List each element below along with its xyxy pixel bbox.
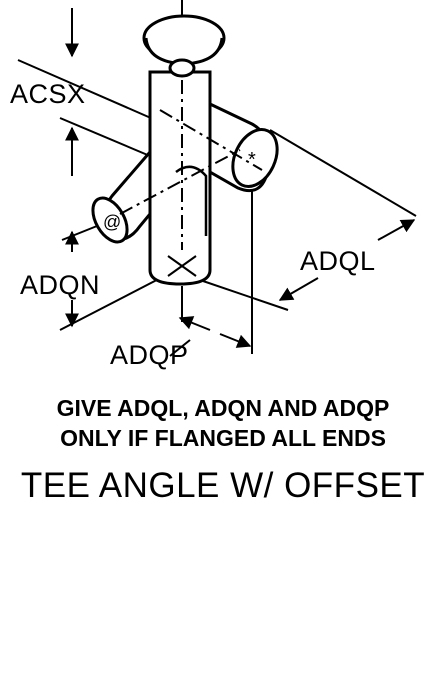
- tee-body: * @: [91, 14, 279, 286]
- acsx-dimension: [17, 8, 161, 176]
- adqp-dimension: [169, 190, 253, 357]
- part-title: TEE ANGLE W/ OFFSET: [20, 466, 426, 505]
- adqp-label: ADQP: [110, 340, 189, 370]
- acsx-label: ACSX: [10, 79, 86, 109]
- adql-label: ADQL: [300, 246, 376, 276]
- flange-note: GIVE ADQL, ADQN AND ADQP ONLY IF FLANGED…: [0, 393, 446, 453]
- note-line-1: GIVE ADQL, ADQN AND ADQP: [56, 395, 390, 421]
- right-flange-mark: *: [248, 149, 256, 171]
- note-line-2: ONLY IF FLANGED ALL ENDS: [60, 425, 386, 451]
- left-flange-mark: @: [103, 212, 122, 232]
- adqn-label: ADQN: [20, 270, 100, 300]
- adql-dimension: [199, 129, 417, 311]
- tee-angle-drawing: * @ ACSX ADQN ADQL ADQP: [10, 0, 417, 370]
